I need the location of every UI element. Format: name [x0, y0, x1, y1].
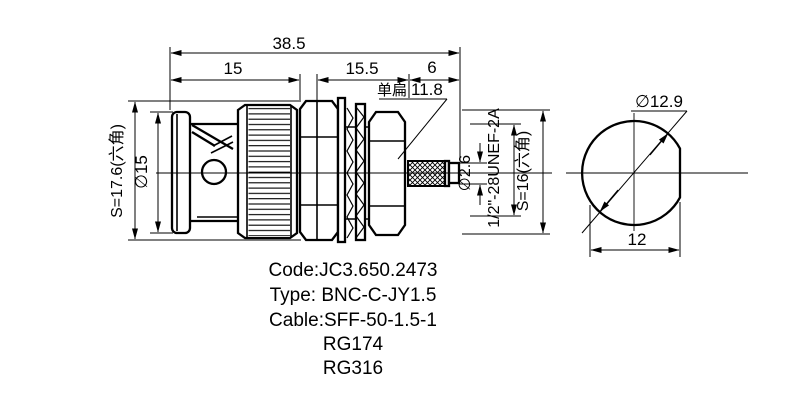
dimension-labels: 38.5 15 15.5 6 单扁 11.8 S=17.6(六角) ∅15 ∅2…	[108, 34, 532, 228]
diameter-diagonal-line	[581, 110, 688, 234]
dimension-lines	[132, 50, 546, 240]
crimp-ferrule	[407, 159, 461, 188]
note-cable-alt1: RG174	[323, 334, 384, 355]
washer	[336, 96, 347, 244]
flat-callout-leader	[397, 98, 448, 160]
label-across-flat: 12	[628, 230, 647, 249]
ferrule-knurl	[407, 160, 446, 187]
front-rim	[170, 110, 192, 235]
bayonet-pocket	[200, 158, 228, 186]
lock-washer	[354, 102, 367, 242]
knurled-nut	[236, 103, 299, 240]
label-rear-hex: S=16(六角)	[514, 131, 532, 211]
label-rear-section: 6	[427, 58, 436, 77]
label-front-diameter: ∅15	[132, 155, 151, 189]
label-total-length: 38.5	[272, 34, 305, 53]
label-flat-cn: 单扁	[377, 82, 407, 99]
label-front-hex: S=17.6(六角)	[108, 124, 126, 218]
note-cable-alt2: RG316	[323, 358, 383, 379]
note-type: Type: BNC-C-JY1.5	[270, 285, 437, 306]
diameter-dimension: ∅12.9	[581, 92, 688, 234]
label-thread-spec: 1/2"-28UNEF-2A	[486, 108, 503, 228]
hex-nut	[367, 110, 407, 237]
extension-lines	[128, 47, 550, 241]
note-cable: Cable:SFF-50-1.5-1	[269, 310, 437, 331]
label-front-section: 15	[224, 59, 243, 78]
label-flat-value: 11.8	[411, 80, 443, 99]
hex-collar	[298, 99, 340, 242]
label-mid-section: 15.5	[345, 59, 378, 78]
side-view: ∅12.9 12	[566, 92, 748, 257]
front-view: 38.5 15 15.5 6 单扁 11.8 S=17.6(六角) ∅15 ∅2…	[108, 34, 552, 244]
notes-block: Code:JC3.650.2473 Type: BNC-C-JY1.5 Cabl…	[268, 260, 437, 379]
label-cable-entry-diameter: ∅2.6	[457, 155, 474, 191]
knurl-texture	[248, 107, 290, 236]
note-code: Code:JC3.650.2473	[268, 260, 437, 281]
connector-body	[156, 96, 552, 244]
bayonet-slot	[191, 124, 234, 186]
label-cutout-diameter: ∅12.9	[635, 92, 683, 111]
width-dimension: 12	[589, 202, 681, 257]
